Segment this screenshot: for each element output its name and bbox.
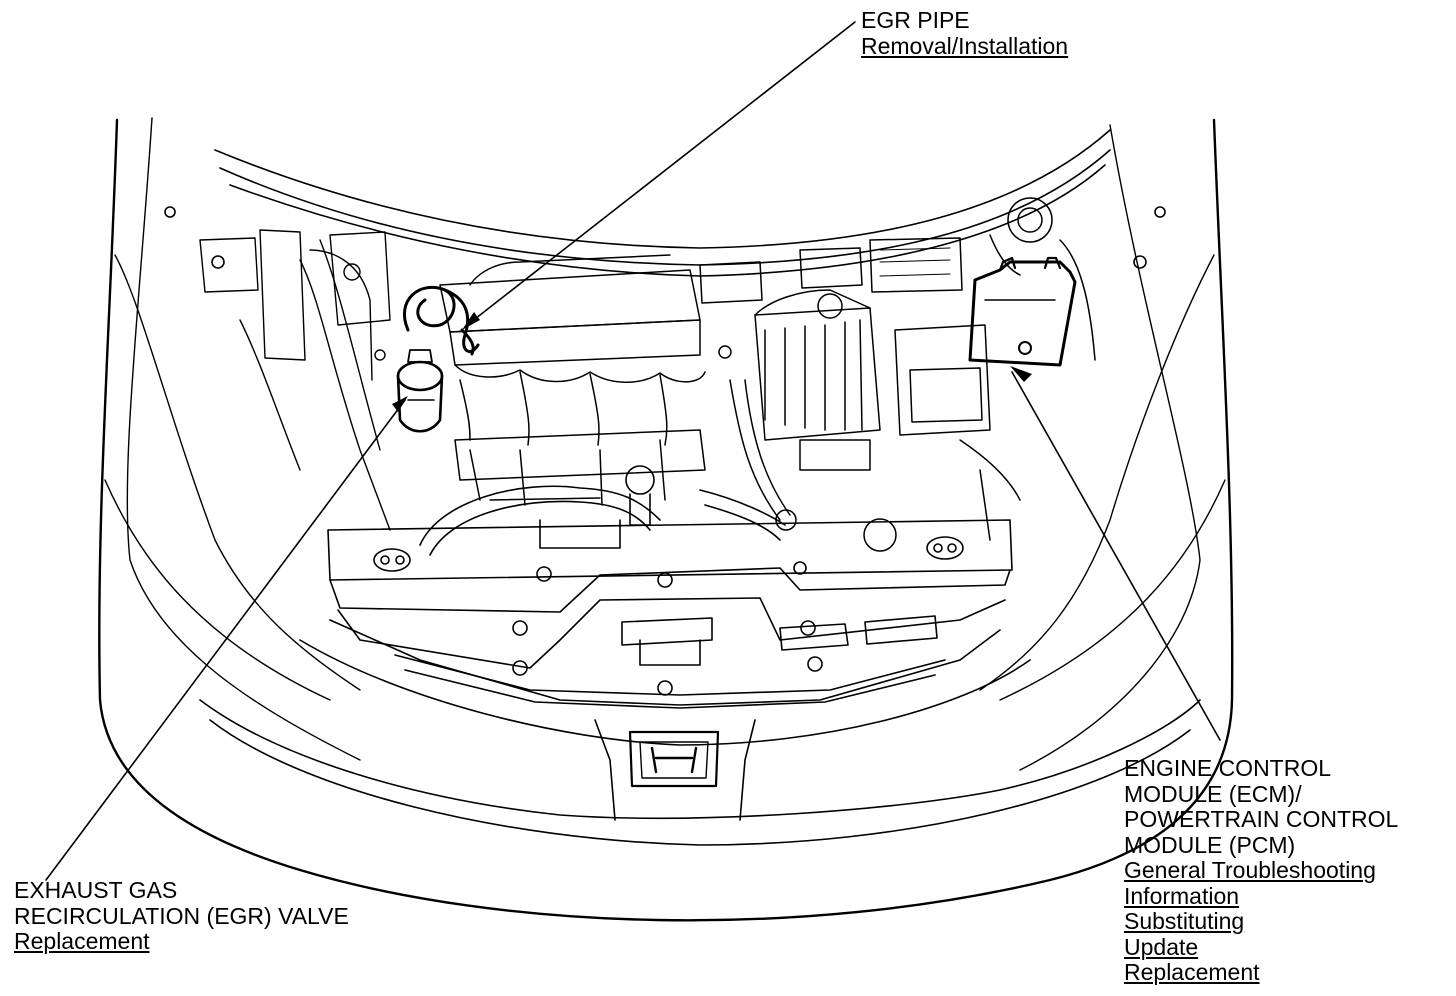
egr-pipe	[402, 285, 480, 356]
ecm-heading-line-4: MODULE (PCM)	[1124, 831, 1296, 858]
ecm-general-troubleshooting-link[interactable]: General Troubleshooting	[1124, 857, 1376, 883]
ecm-pcm-callout: ENGINE CONTROL MODULE (ECM)/ POWERTRAIN …	[1124, 755, 1399, 986]
ecm-pcm-module	[968, 256, 1077, 367]
egr-pipe-leader	[465, 21, 856, 327]
egr-valve-leader	[45, 399, 406, 881]
ecm-information-link[interactable]: Information	[1124, 882, 1240, 909]
egr-pipe-callout: EGR PIPE Removal/Installation	[861, 7, 1069, 59]
egr-pipe-removal-installation-link[interactable]: Removal/Installation	[861, 32, 1069, 59]
front-bumper	[199, 619, 1201, 846]
air-cleaner-housing	[699, 247, 881, 531]
egr-valve-heading-line-1: EXHAUST GAS	[14, 877, 178, 903]
egr-valve-replacement-link[interactable]: Replacement	[14, 928, 150, 954]
egr-valve-callout: EXHAUST GAS RECIRCULATION (EGR) VALVE Re…	[14, 877, 349, 955]
egr-pipe-heading: EGR PIPE	[861, 7, 970, 33]
left-side-components	[199, 229, 391, 531]
engine-block	[439, 254, 706, 506]
egr-valve	[396, 349, 444, 433]
ecm-heading-line-2: MODULE (ECM)/	[1124, 780, 1302, 807]
ecm-substituting-link[interactable]: Substituting	[1124, 908, 1245, 934]
grille	[394, 654, 946, 821]
honda-logo	[628, 730, 720, 788]
leader-arrowheads	[392, 312, 1032, 412]
right-side-components	[863, 197, 1096, 552]
ecm-update-link[interactable]: Update	[1124, 933, 1199, 960]
intake-hoses	[419, 465, 786, 556]
ecm-replacement-link[interactable]: Replacement	[1124, 959, 1260, 985]
leader-lines	[45, 21, 1221, 881]
ecm-leader	[1011, 371, 1221, 741]
fender-panels	[104, 117, 1226, 771]
ecm-heading-line-3: POWERTRAIN CONTROL	[1124, 806, 1399, 832]
egr-valve-heading-line-2: RECIRCULATION (EGR) VALVE	[14, 902, 349, 929]
hood-opening-outline	[98, 118, 1234, 922]
ecm-heading-line-1: ENGINE CONTROL	[1124, 755, 1332, 781]
